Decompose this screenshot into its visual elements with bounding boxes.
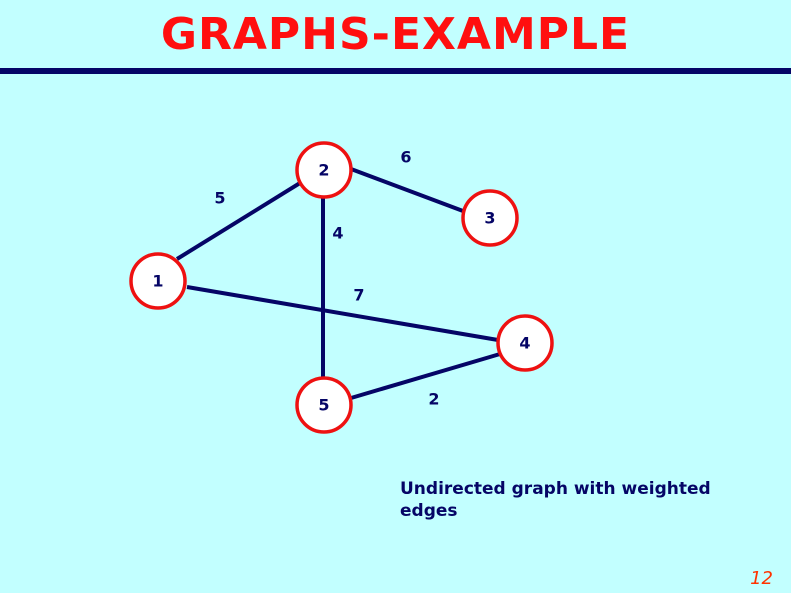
edge-2-5-weight: 4 bbox=[332, 224, 343, 243]
edge-5-4-weight: 2 bbox=[428, 390, 439, 409]
node-5: 5 bbox=[295, 376, 353, 434]
edge-2-3-weight: 6 bbox=[400, 148, 411, 167]
edge-1-2-weight: 5 bbox=[214, 189, 225, 208]
node-5-label: 5 bbox=[318, 396, 329, 415]
page-number: 12 bbox=[750, 568, 773, 589]
node-1-label: 1 bbox=[152, 272, 163, 291]
node-3: 3 bbox=[461, 189, 519, 247]
node-4-label: 4 bbox=[519, 334, 530, 353]
node-1: 1 bbox=[129, 252, 187, 310]
edge-1-2 bbox=[175, 181, 302, 261]
node-2-label: 2 bbox=[318, 161, 329, 180]
node-4: 4 bbox=[496, 314, 554, 372]
edge-2-3 bbox=[350, 167, 464, 213]
diagram-caption: Undirected graph with weighted edges bbox=[400, 479, 711, 521]
edge-1-4 bbox=[186, 285, 499, 342]
node-2: 2 bbox=[295, 141, 353, 199]
node-3-label: 3 bbox=[484, 209, 495, 228]
edge-5-4 bbox=[350, 352, 501, 400]
edge-1-4-weight: 7 bbox=[353, 286, 364, 305]
title-divider bbox=[0, 68, 791, 74]
slide-title: GRAPHS-EXAMPLE bbox=[160, 9, 631, 60]
